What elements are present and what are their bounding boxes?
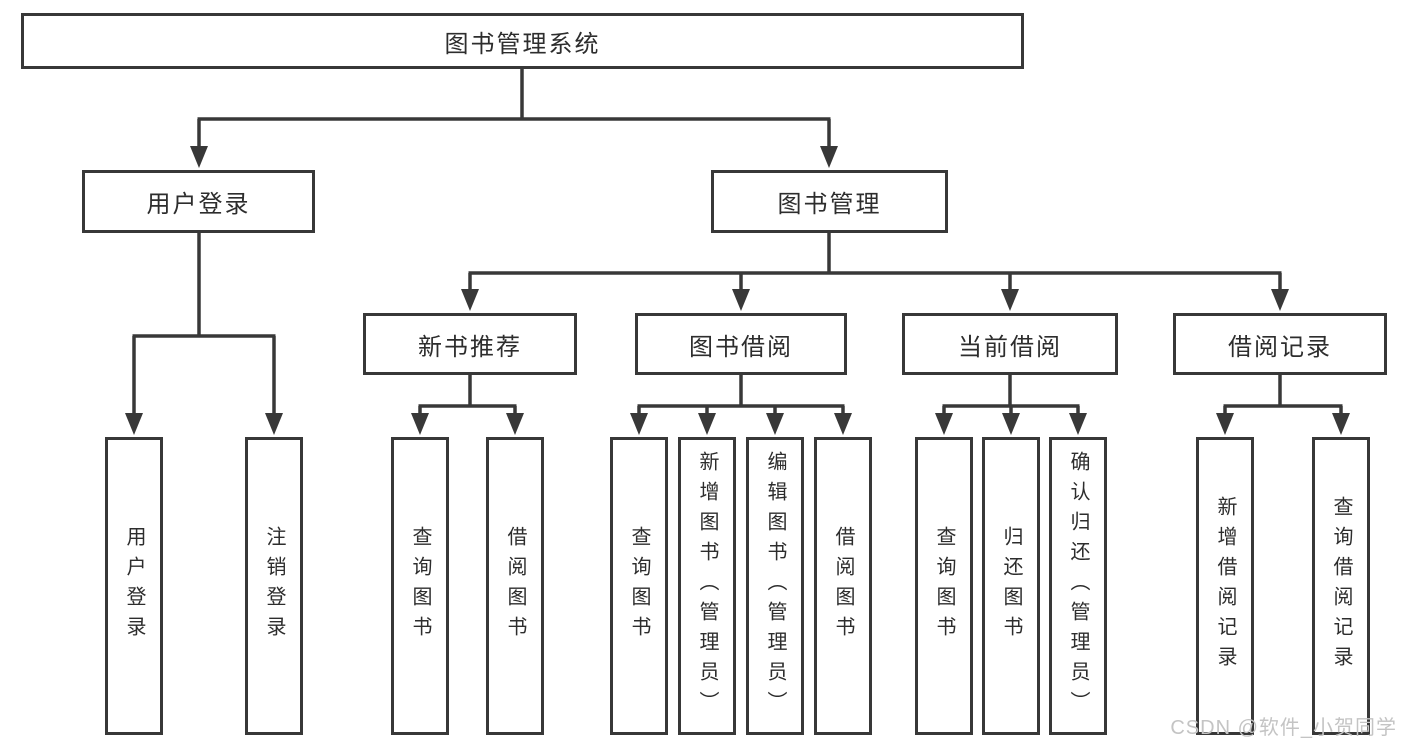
node-new-book-recommend: 新书推荐	[363, 313, 577, 375]
node-label: 新书推荐	[418, 333, 522, 361]
node-label: 当前借阅	[958, 333, 1062, 361]
leaf-query-borrow-record: 查询借阅记录	[1312, 437, 1370, 735]
node-label: 查询借阅记录	[1330, 496, 1352, 676]
node-label: 归还图书	[1000, 526, 1022, 646]
node-label: 图书借阅	[689, 333, 793, 361]
leaf-borrow-books: 借阅图书	[814, 437, 872, 735]
leaf-confirm-return-admin: 确认归还（管理员）	[1049, 437, 1107, 735]
leaf-user-login: 用户登录	[105, 437, 163, 735]
node-label: 确认归还（管理员）	[1067, 451, 1089, 721]
node-label: 图书管理系统	[444, 30, 601, 58]
node-label: 图书管理	[777, 191, 882, 218]
node-label: 新增借阅记录	[1214, 496, 1236, 676]
node-label: 查询图书	[933, 526, 955, 646]
leaf-query-books-recommend: 查询图书	[391, 437, 449, 735]
node-label: 借阅记录	[1228, 333, 1332, 361]
node-label: 用户登录	[146, 191, 251, 218]
leaf-query-books-borrow: 查询图书	[610, 437, 668, 735]
node-label: 新增图书（管理员）	[696, 451, 718, 721]
leaf-logout: 注销登录	[245, 437, 303, 735]
watermark: CSDN @软件_小贺同学	[1170, 717, 1397, 739]
leaf-borrow-books-recommend: 借阅图书	[486, 437, 544, 735]
node-label: 注销登录	[263, 526, 285, 646]
node-current-borrow: 当前借阅	[902, 313, 1118, 375]
leaf-edit-book-admin: 编辑图书（管理员）	[746, 437, 804, 735]
node-library-management-system: 图书管理系统	[21, 13, 1024, 69]
leaf-add-book-admin: 新增图书（管理员）	[678, 437, 736, 735]
node-label: 用户登录	[123, 526, 145, 646]
leaf-return-book: 归还图书	[982, 437, 1040, 735]
node-user-login: 用户登录	[82, 170, 315, 233]
node-label: 查询图书	[628, 526, 650, 646]
leaf-add-borrow-record: 新增借阅记录	[1196, 437, 1254, 735]
node-book-management: 图书管理	[711, 170, 948, 233]
node-book-borrow: 图书借阅	[635, 313, 847, 375]
node-label: 借阅图书	[832, 526, 854, 646]
node-label: 编辑图书（管理员）	[764, 451, 786, 721]
node-borrow-records: 借阅记录	[1173, 313, 1387, 375]
leaf-query-books-current: 查询图书	[915, 437, 973, 735]
node-label: 查询图书	[409, 526, 431, 646]
node-label: 借阅图书	[504, 526, 526, 646]
